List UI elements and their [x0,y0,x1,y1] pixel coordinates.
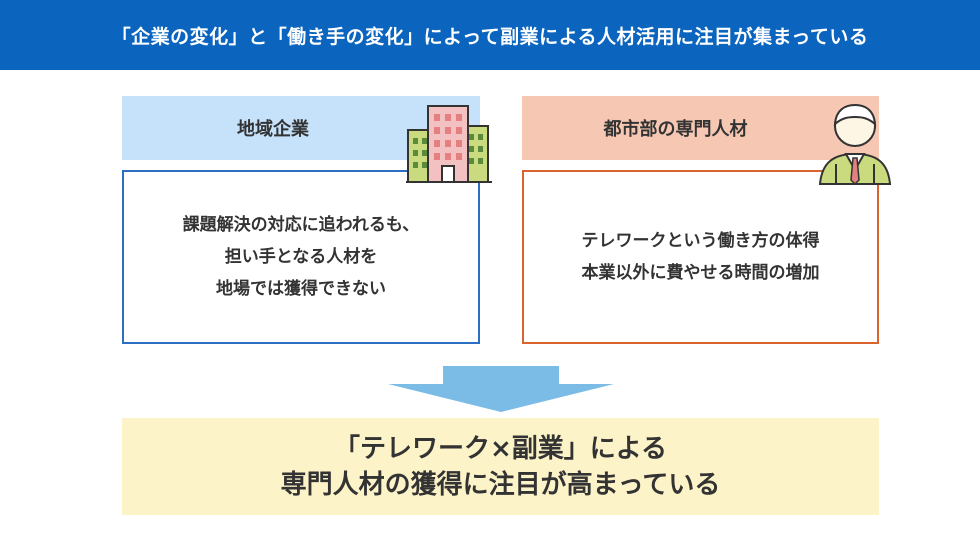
office-building-icon [406,102,492,188]
result-box: 「テレワーク×副業」による 専門人材の獲得に注目が高まっている [122,418,879,515]
businessman-icon [812,100,898,190]
left-box-title: 地域企業 [237,119,309,140]
right-box-title: 都市部の専門人材 [603,119,748,140]
right-box-body: テレワークという働き方の体得 本業以外に費やせる時間の増加 [522,170,879,344]
right-box-line: テレワークという働き方の体得 [581,231,820,251]
left-box-header: 地域企業 [122,96,480,160]
left-box-line: 地場では獲得できない [216,279,386,299]
left-box-body: 課題解決の対応に追われるも、 担い手となる人材を 地場では獲得できない [122,170,480,344]
down-arrow-icon [388,366,614,416]
right-box-header: 都市部の専門人材 [522,96,879,160]
result-line: 「テレワーク×副業」による [333,433,667,464]
top-banner: 「企業の変化」と「働き手の変化」によって副業による人材活用に注目が集まっている [0,0,980,70]
result-line: 専門人材の獲得に注目が高まっている [280,469,721,500]
banner-title: 「企業の変化」と「働き手の変化」によって副業による人材活用に注目が集まっている [111,25,869,48]
left-box-line: 担い手となる人材を [224,247,378,267]
right-box-line: 本業以外に費やせる時間の増加 [581,263,820,283]
left-box-line: 課題解決の対応に追われるも、 [182,215,420,235]
